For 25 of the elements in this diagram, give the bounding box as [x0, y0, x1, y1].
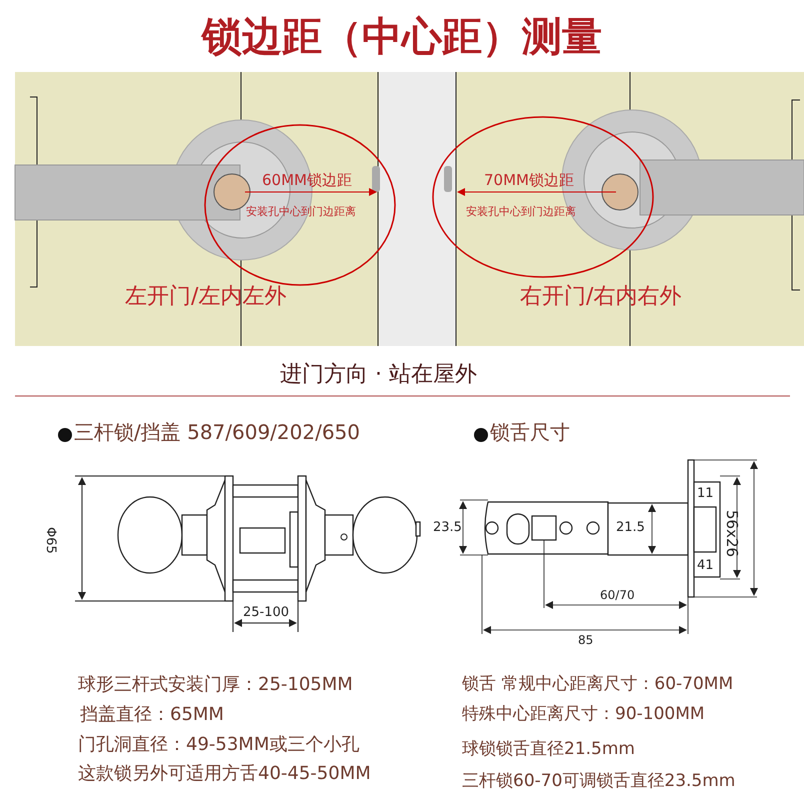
dimension-label: 85: [578, 634, 594, 648]
spec-text: 这款锁另外可适用方舌40-45-50MM: [78, 764, 371, 785]
measurement-note: 安装孔中心到门边距离: [466, 206, 576, 219]
spec-text: 特殊中心距离尺寸：90-100MM: [462, 705, 705, 725]
spec-text: 锁舌 常规中心距离尺寸：60-70MM: [462, 675, 734, 695]
dimension-label: 60/70: [600, 589, 635, 603]
dimension-label: Φ65: [42, 527, 57, 554]
spec-text: 球形三杆式安装门厚：25-105MM: [78, 675, 353, 696]
spec-text: 三杆锁60-70可调锁舌直径23.5mm: [462, 772, 736, 792]
spec-text: 门孔洞直径：49-53MM或三个小孔: [78, 735, 360, 756]
viewing-note: 进门方向 · 站在屋外: [280, 362, 477, 388]
section-heading: 三杆锁/挡盖 587/609/202/650: [74, 421, 360, 444]
title: 锁边距（中心距）测量: [200, 14, 603, 60]
dimension-label: 11: [697, 487, 714, 502]
dimension-label: 56x26: [722, 510, 740, 558]
section-heading: 锁舌尺寸: [490, 421, 570, 444]
measurement-note: 安装孔中心到门边距离: [246, 206, 356, 219]
dimension-label: 41: [697, 559, 714, 574]
measurement-label: 60MM锁边距: [262, 172, 352, 190]
spec-text: 球锁锁舌直径21.5mm: [462, 740, 635, 760]
spec-text: 挡盖直径：65MM: [80, 705, 224, 726]
dimension-label: 21.5: [616, 521, 645, 536]
measurement-label: 70MM锁边距: [484, 172, 574, 190]
dimension-label: 25-100: [243, 606, 290, 621]
dimension-label: 23.5: [433, 521, 462, 536]
